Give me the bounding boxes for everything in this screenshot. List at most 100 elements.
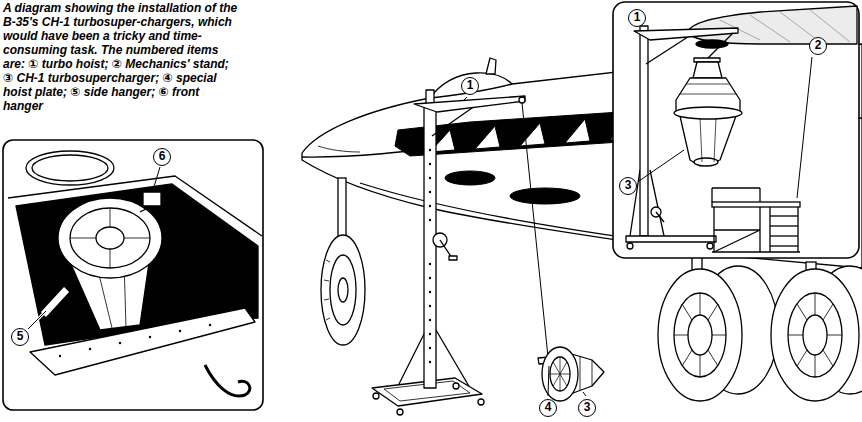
turbo-hoist-part — [429, 149, 431, 363]
turbo-hoist-part — [519, 97, 525, 103]
main-gear-part — [788, 293, 842, 377]
detail-inset-hoist-part — [674, 107, 742, 119]
callout-number: 3 — [619, 177, 637, 195]
mechanics-stand-part — [770, 245, 798, 246]
detail-inset-hangers-part — [209, 324, 211, 326]
detail-inset-hangers-part — [59, 355, 61, 357]
detail-inset-hangers-part — [29, 192, 211, 357]
mechanics-stand-part — [770, 235, 798, 236]
turbo-hoist-part — [429, 291, 431, 293]
intake-band-part — [565, 119, 590, 143]
detail-inset-hangers-part — [140, 206, 152, 212]
turbosupercharger — [538, 347, 604, 401]
turbo-hoist-part — [478, 399, 484, 405]
callout-number: 2 — [809, 37, 827, 55]
turbo-hoist-part — [429, 263, 431, 265]
flying-wing-part — [486, 58, 496, 74]
turbo-hoist-part — [429, 305, 431, 307]
nose-gear-part — [330, 255, 356, 325]
turbo-hoist-part — [424, 104, 436, 388]
detail-inset-hangers-part — [58, 198, 162, 278]
turbo-hoist-part — [429, 163, 431, 165]
detail-inset-hoist-part — [688, 6, 857, 44]
callout-number: 1 — [628, 9, 646, 27]
detail-inset-hoist-part — [680, 84, 736, 162]
detail-inset-hoist-part — [696, 40, 728, 48]
main-gear-part — [788, 293, 842, 377]
main-gear-part — [674, 293, 726, 377]
detail-inset-hangers-part — [96, 227, 124, 249]
turbo-hoist-part — [373, 393, 379, 399]
turbo-hoist-part — [429, 177, 431, 179]
mechanics-stand — [712, 188, 800, 252]
callout-number: 3 — [578, 399, 596, 417]
leader-line-part — [153, 167, 160, 190]
mechanics-stand-part — [770, 225, 798, 226]
detail-inset-hangers-part — [59, 200, 61, 202]
detail-inset-hangers-part — [205, 365, 250, 396]
detail-inset-hoist — [613, 2, 859, 258]
nose-gear-part — [324, 260, 330, 320]
hoist-cable — [522, 103, 548, 357]
callout-number: 4 — [539, 399, 557, 417]
detail-inset-hoist-part — [656, 212, 664, 222]
turbo-hoist-part — [429, 319, 431, 321]
turbo-hoist-part — [414, 96, 525, 112]
detail-inset-hoist-part — [626, 236, 716, 242]
turbo-hoist-part — [429, 149, 431, 151]
detail-inset-hangers-part — [149, 336, 151, 338]
turbo-hoist-part — [440, 240, 452, 258]
leader-line-part — [583, 392, 586, 396]
detail-inset-hangers-part — [89, 196, 91, 198]
detail-inset-hangers-part — [89, 348, 91, 350]
detail-inset-hangers-part — [119, 192, 121, 194]
turbo-hoist-part — [429, 191, 431, 193]
intake-band-part — [445, 171, 495, 185]
intake-band-part — [520, 123, 545, 146]
detail-inset-hangers-part — [3, 140, 263, 410]
leader-line-part — [28, 311, 46, 329]
turbo-hoist-part — [449, 256, 457, 260]
nose-gear-part — [338, 278, 348, 302]
turbo-hoist-part — [429, 219, 431, 221]
detail-inset-hangers-part — [30, 308, 255, 375]
turbo-hoist-part — [397, 409, 403, 415]
detail-inset-hoist-part — [634, 28, 738, 40]
main-gear-part — [658, 269, 742, 401]
flying-wing-part — [318, 146, 360, 152]
leader-line — [28, 167, 160, 329]
nose-gear-part — [321, 235, 365, 345]
main-gear-part — [803, 315, 827, 355]
turbosupercharger-part — [580, 356, 592, 391]
mechanics-stand-part — [711, 188, 712, 202]
detail-inset-hangers — [3, 140, 263, 410]
turbo-hoist-part — [429, 361, 431, 363]
mechanics-stand-part — [769, 207, 770, 252]
mechanics-stand-part — [714, 229, 760, 230]
detail-inset-hoist-part — [693, 62, 722, 78]
detail-inset-hoist-part — [680, 116, 736, 166]
detail-inset-hoist-part — [627, 243, 633, 249]
detail-inset-hangers-part — [32, 155, 108, 181]
detail-inset-hoist-part — [650, 170, 664, 236]
main-gear-part — [688, 315, 712, 355]
callout-number: 6 — [153, 148, 171, 166]
leader-line-part — [463, 97, 467, 101]
main-gear-part — [771, 269, 859, 401]
detail-inset-hoist-part — [708, 33, 733, 58]
intake-band-part — [475, 126, 500, 149]
detail-inset-hangers-part — [143, 192, 161, 206]
main-gear-part — [674, 293, 726, 377]
turbosupercharger-part — [550, 357, 570, 391]
main-gear — [658, 252, 862, 401]
detail-inset-hangers-part — [119, 342, 121, 344]
detail-inset-hangers-part — [179, 330, 181, 332]
turbo-hoist-part — [429, 333, 431, 335]
turbo-hoist-part — [429, 277, 431, 279]
detail-inset-hoist-part — [613, 2, 859, 258]
turbo-hoist-part — [453, 383, 459, 389]
mechanics-stand-part — [712, 251, 800, 252]
mechanics-stand-part — [712, 202, 800, 207]
hoist-cable-part — [522, 103, 548, 357]
